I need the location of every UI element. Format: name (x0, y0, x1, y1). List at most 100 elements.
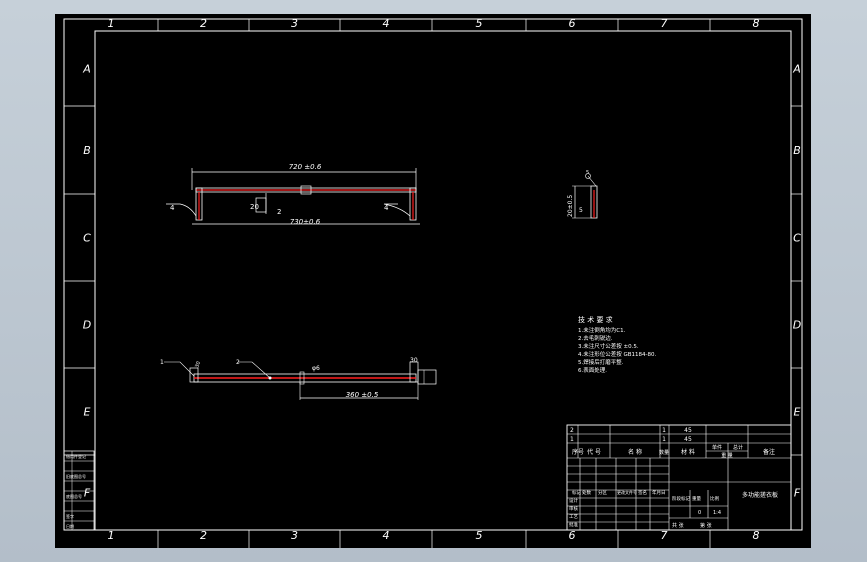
top-view: 720 ±0.6 730±0.6 20 2 4 4 (166, 163, 420, 226)
side-dim-height: 20±0.5 (567, 195, 574, 217)
hdr-weight: 重 量 (721, 452, 733, 459)
note-item: 1.未注倒角均为C1. (578, 326, 626, 334)
front-view: φ6 360 ±0.5 30 30 1 2 (160, 357, 437, 400)
side-view: 20±0.5 5 5 (567, 170, 598, 219)
zone-row-A-left: A (82, 63, 91, 76)
part-qty: 1 (662, 427, 666, 434)
lbl-design: 设计 (569, 497, 578, 504)
part-no: 1 (570, 436, 574, 443)
note-item: 3.未注尺寸公差按 ±0.5. (578, 342, 639, 350)
part-material: 45 (684, 427, 692, 434)
note-item: 2.去毛刺锐边. (578, 334, 613, 342)
zone-col-1-top: 1 (108, 17, 115, 30)
side-table-cell: 旧底图总号 (66, 473, 86, 479)
leader-left (166, 203, 197, 217)
zone-row-B-right: B (793, 144, 801, 157)
sheet-total: 共 张 (672, 522, 684, 529)
lbl-mark: 标记 (572, 489, 581, 496)
zone-col-7-top: 7 (661, 17, 668, 30)
scale-value: 1:4 (713, 510, 721, 516)
hdr-no: 序号 (572, 448, 584, 456)
hdr-unit-weight: 单件 (712, 444, 722, 451)
lbl-zone: 分区 (598, 489, 607, 496)
hdr-code: 代 号 (587, 448, 601, 456)
zone-col-4-top: 4 (383, 17, 390, 30)
front-left-end (189, 367, 199, 383)
zone-row-E-right: E (794, 406, 801, 419)
lbl-count: 处数 (582, 489, 591, 496)
hdr-total-weight: 总计 (733, 444, 743, 451)
side-table-cell: 借用件登记 (66, 453, 86, 459)
zone-row-A-right: A (792, 63, 801, 76)
sheet-no: 第 张 (700, 522, 712, 529)
hdr-qty: 数量 (659, 449, 669, 456)
hdr-material: 材 料 (681, 448, 695, 456)
side-table-cell: 底图总号 (66, 493, 82, 499)
lbl-date: 年月日 (652, 489, 666, 496)
side-dim-thickness: 5 (579, 207, 583, 214)
part-material: 45 (684, 436, 692, 443)
hole-mark (299, 371, 305, 385)
side-table-cell: 日期 (66, 523, 74, 529)
dim-end: 30 (410, 357, 418, 364)
lbl-stage: 阶段标记 (672, 495, 690, 502)
inner-frame (94, 30, 792, 531)
zone-row-B-left: B (83, 144, 91, 157)
zone-col-2-top: 2 (200, 17, 207, 30)
zone-col-7-bottom: 7 (661, 529, 668, 542)
zone-col-8-bottom: 8 (753, 529, 760, 542)
zone-col-6-top: 6 (569, 17, 576, 30)
dim-left: 30 (194, 361, 202, 369)
zone-col-3-top: 3 (291, 17, 298, 30)
zone-col-2-bottom: 2 (200, 529, 207, 542)
front-end-block (417, 369, 437, 385)
callout-left: 4 (170, 204, 175, 212)
hdr-name: 名 称 (628, 448, 642, 456)
note-item: 4.未注形位公差按 GB1184-80. (578, 350, 657, 358)
zone-row-E-left: E (84, 406, 91, 419)
zone-row-D-left: D (83, 319, 91, 332)
zone-col-3-bottom: 3 (291, 529, 298, 542)
qty-mark: 0 (698, 510, 701, 516)
dim-span-label: 360 ±0.5 (346, 391, 379, 399)
lbl-check: 审核 (569, 505, 578, 512)
dim-overall-label: 720 ±0.6 (289, 163, 322, 171)
zone-row-C-left: C (83, 232, 91, 245)
dim-small-2: 2 (277, 208, 281, 216)
note-item: 6.表面处理. (578, 366, 607, 374)
note-item: 5.焊接后打磨平整. (578, 358, 624, 366)
zone-col-1-bottom: 1 (108, 529, 115, 542)
zone-row-F-left: F (84, 487, 91, 500)
drawing-name: 多功能搓衣板 (742, 491, 778, 499)
lbl-change-no: 更改文件号 (617, 489, 637, 495)
lbl-weight: 重量 (692, 495, 701, 502)
part-no: 2 (570, 427, 574, 434)
callout-2: 2 (236, 359, 240, 366)
dim-small-1: 20 (250, 203, 259, 211)
notes-title: 技 术 要 求 (578, 315, 613, 324)
drawing-background (55, 14, 811, 548)
leader-1 (164, 361, 195, 377)
lbl-process: 工艺 (569, 514, 578, 520)
side-table-cell: 签字 (66, 513, 74, 519)
dim-hole: φ6 (312, 365, 320, 372)
technical-notes: 技 术 要 求 1.未注倒角均为C1.2.去毛刺锐边.3.未注尺寸公差按 ±0.… (578, 315, 657, 374)
leader-2 (238, 361, 271, 379)
hdr-remark: 备注 (763, 448, 775, 456)
leader-right (383, 203, 411, 217)
zone-col-5-top: 5 (476, 17, 483, 30)
zone-row-C-right: C (793, 232, 801, 245)
dim-inner-label: 730±0.6 (290, 218, 321, 226)
lbl-ratio: 比例 (710, 495, 719, 502)
callout-1: 1 (160, 359, 164, 366)
zone-row-F-right: F (794, 487, 801, 500)
callout-right: 4 (384, 204, 389, 212)
side-callout: 5 (586, 170, 589, 176)
part-qty: 1 (662, 436, 666, 443)
